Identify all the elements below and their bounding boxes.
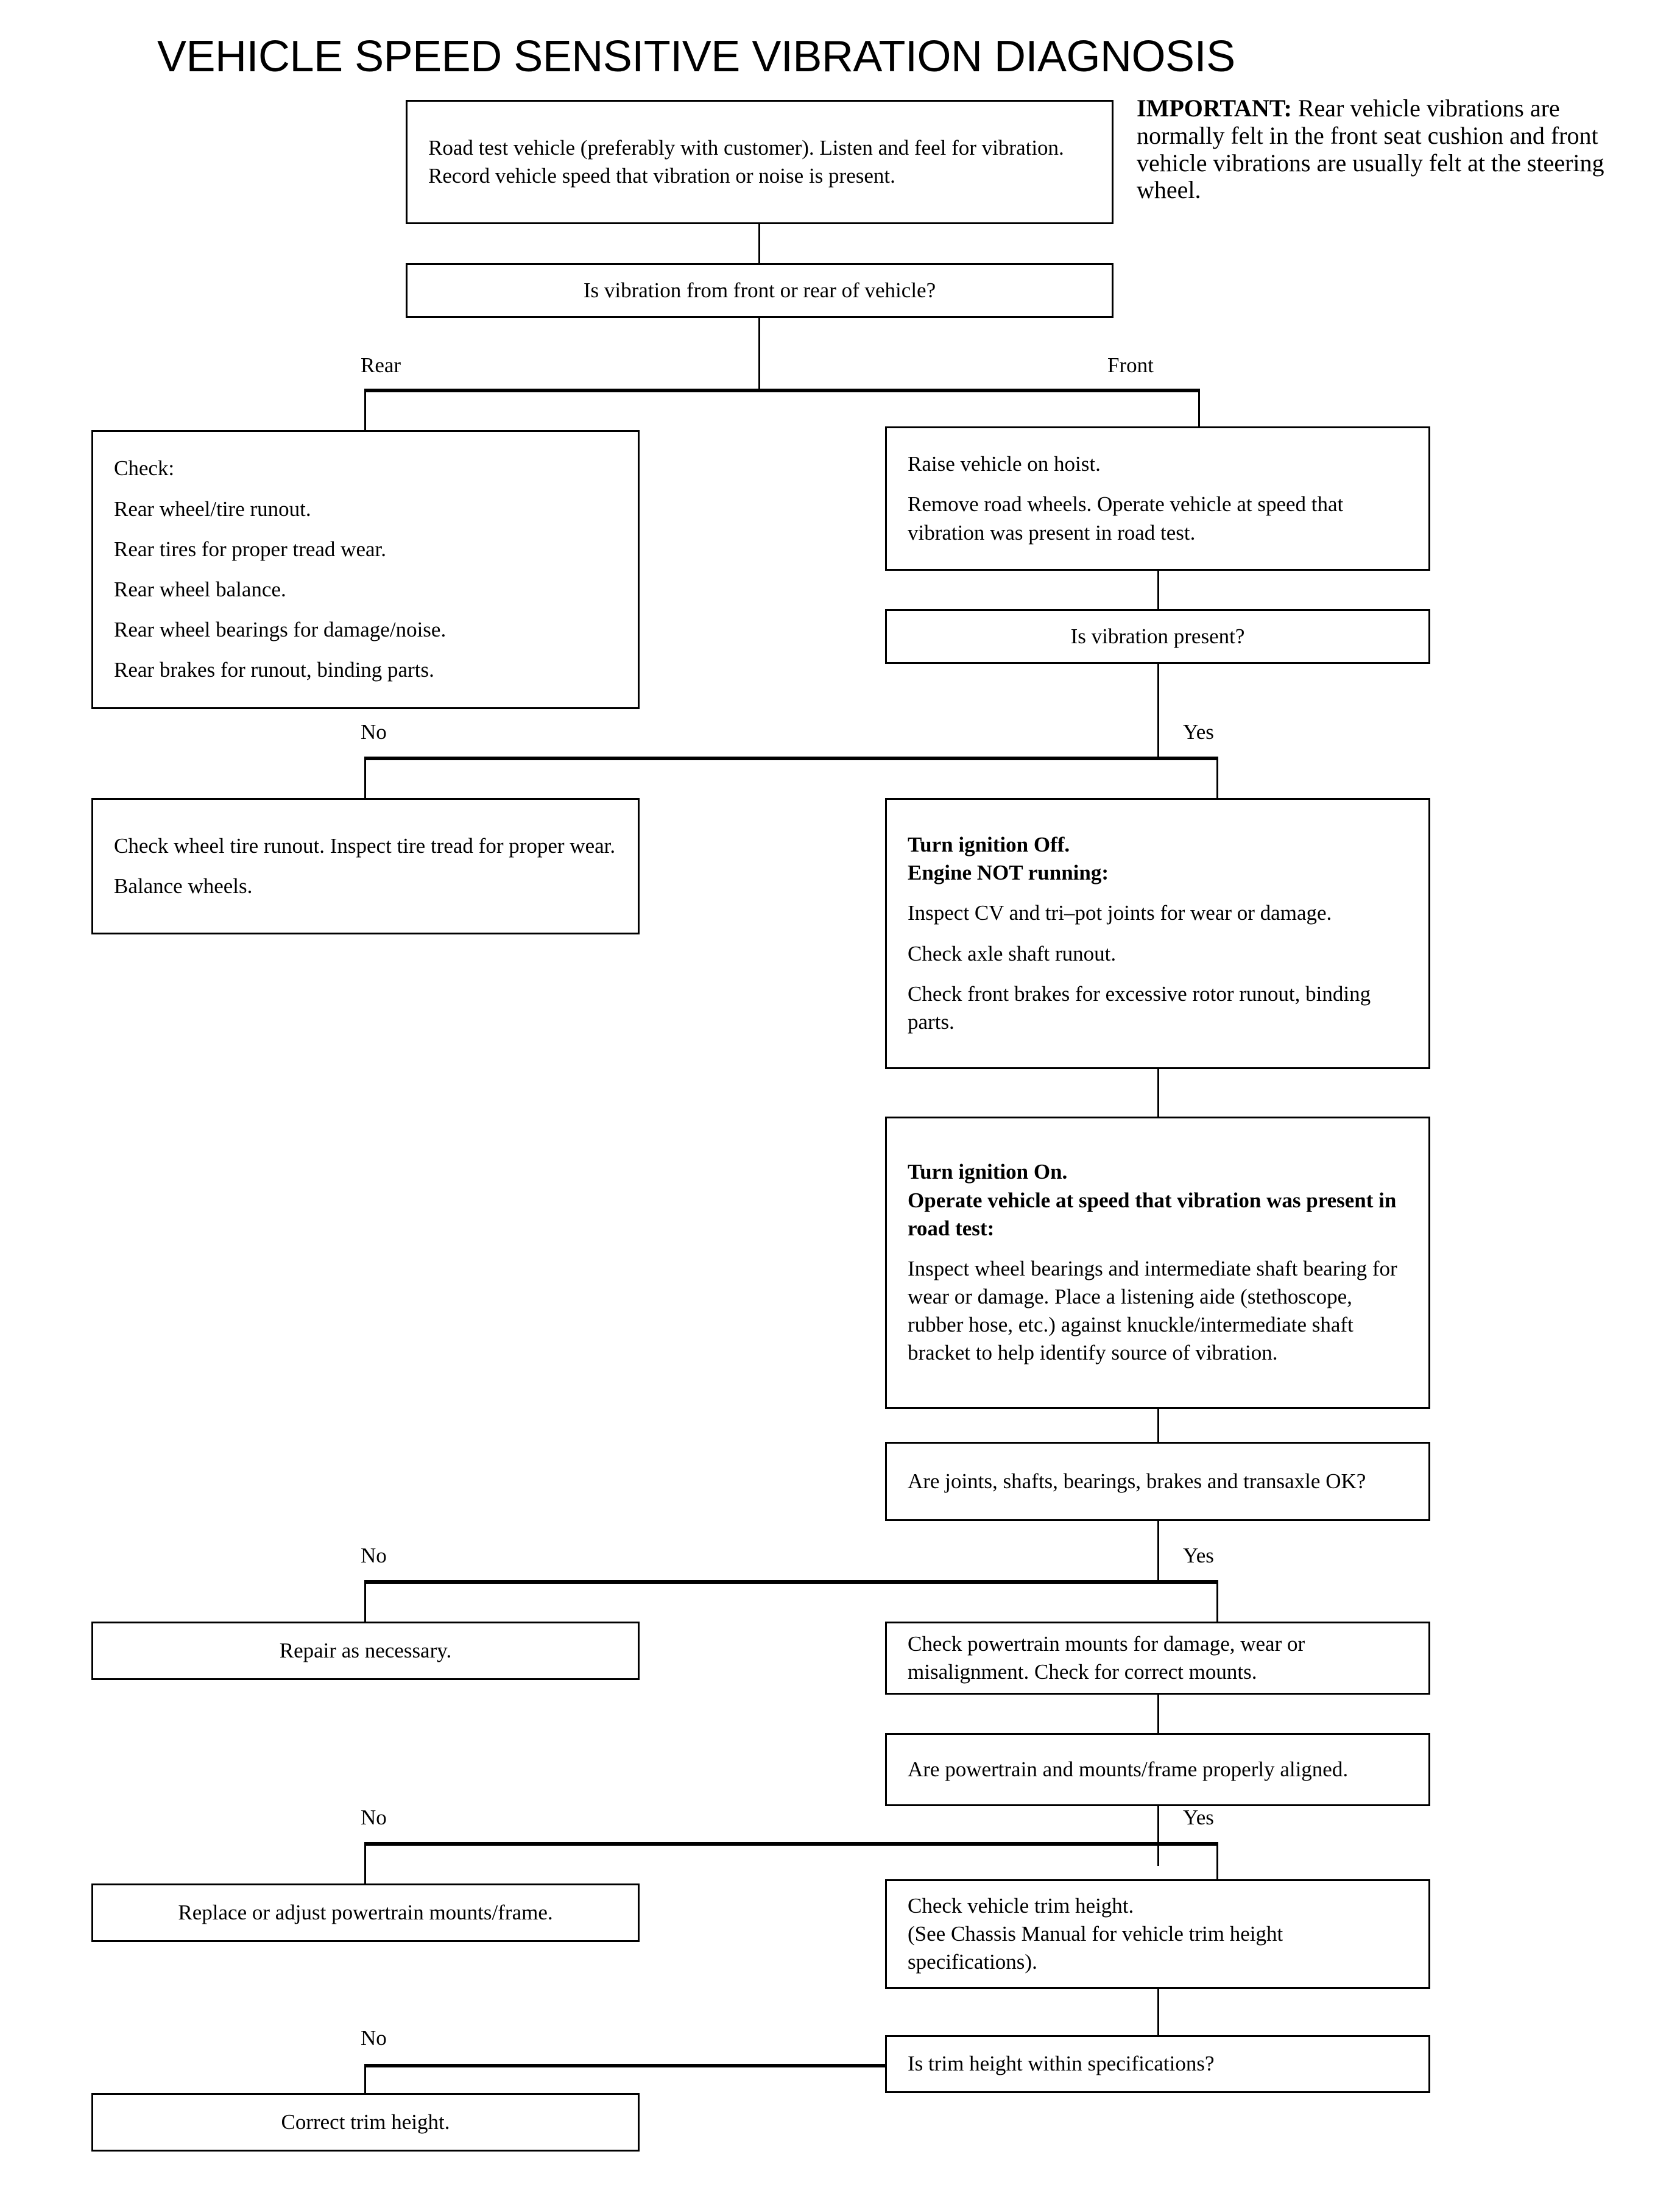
node-trim-height-line1: Check vehicle trim height.	[908, 1893, 1134, 1918]
connector-ignitionon-to-jointsok	[1157, 1409, 1159, 1442]
node-front-or-rear-text: Is vibration from front or rear of vehic…	[583, 278, 936, 302]
important-label: IMPORTANT:	[1137, 94, 1292, 122]
branch-label-rear: Rear	[361, 353, 401, 377]
node-road-test[interactable]: Road test vehicle (preferably with custo…	[406, 100, 1114, 224]
node-correct-trim[interactable]: Correct trim height.	[91, 2093, 640, 2152]
connector-question-stem	[758, 318, 760, 390]
node-ignition-on-line1: Inspect wheel bearings and intermediate …	[908, 1256, 1397, 1365]
connector-no-yes-bar-3	[364, 1842, 1218, 1846]
node-rear-check-item-3: Rear wheel bearings for damage/noise.	[114, 618, 446, 642]
node-ignition-on-bold2: Operate vehicle at speed that vibration …	[908, 1188, 1397, 1240]
connector-yes-drop-2	[1216, 1580, 1218, 1622]
node-ignition-off[interactable]: Turn ignition Off. Engine NOT running: I…	[885, 798, 1430, 1069]
connector-vibration-stem	[1157, 664, 1159, 757]
connector-aligned-stem	[1157, 1806, 1159, 1866]
connector-roadtest-to-question	[758, 224, 760, 263]
connector-jointsok-stem	[1157, 1521, 1159, 1582]
connector-no-yes-bar-1	[364, 757, 1218, 760]
node-replace-mounts-text: Replace or adjust powertrain mounts/fram…	[178, 1900, 553, 1924]
branch-label-yes-1: Yes	[1183, 720, 1214, 744]
connector-yes-drop-3	[1216, 1842, 1218, 1879]
connector-front-drop	[1198, 389, 1200, 426]
node-ignition-off-line1: Inspect CV and tri–pot joints for wear o…	[908, 901, 1332, 925]
connector-no-drop-1	[364, 757, 366, 798]
node-vibration-present[interactable]: Is vibration present?	[885, 609, 1430, 664]
connector-no-drop-2	[364, 1580, 366, 1622]
node-raise-hoist-line1: Raise vehicle on hoist.	[908, 452, 1101, 476]
node-rear-check-item-1: Rear tires for proper tread wear.	[114, 537, 387, 561]
branch-label-yes-3: Yes	[1183, 1806, 1214, 1829]
connector-rear-drop	[364, 389, 366, 430]
node-repair[interactable]: Repair as necessary.	[91, 1622, 640, 1680]
connector-no-drop-3	[364, 1842, 366, 1883]
node-rear-check-heading: Check:	[114, 456, 175, 481]
connector-no-drop-4	[364, 2064, 366, 2093]
branch-label-yes-2: Yes	[1183, 1544, 1214, 1567]
node-front-or-rear[interactable]: Is vibration from front or rear of vehic…	[406, 263, 1114, 318]
branch-label-no-2: No	[361, 1544, 387, 1567]
node-raise-hoist[interactable]: Raise vehicle on hoist. Remove road whee…	[885, 426, 1430, 571]
node-ignition-off-line3: Check front brakes for excessive rotor r…	[908, 981, 1371, 1034]
node-check-wheel-tire[interactable]: Check wheel tire runout. Inspect tire tr…	[91, 798, 640, 934]
node-trim-within-spec-text: Is trim height within specifications?	[908, 2052, 1215, 2076]
connector-ignitionoff-to-ignitionon	[1157, 1069, 1159, 1117]
branch-label-no-4: No	[361, 2026, 387, 2050]
node-rear-check-item-4: Rear brakes for runout, binding parts.	[114, 658, 434, 682]
node-correct-trim-text: Correct trim height.	[281, 2109, 450, 2134]
node-check-mounts-text: Check powertrain mounts for damage, wear…	[908, 1631, 1305, 1684]
node-raise-hoist-line2: Remove road wheels. Operate vehicle at s…	[908, 492, 1344, 545]
node-trim-within-spec[interactable]: Is trim height within specifications?	[885, 2035, 1430, 2093]
connector-mounts-to-aligned	[1157, 1695, 1159, 1733]
important-note: IMPORTANT: Rear vehicle vibrations are n…	[1137, 94, 1618, 204]
node-ignition-off-bold2: Engine NOT running:	[908, 861, 1109, 885]
node-aligned[interactable]: Are powertrain and mounts/frame properly…	[885, 1733, 1430, 1806]
branch-label-no-3: No	[361, 1806, 387, 1829]
node-rear-check[interactable]: Check: Rear wheel/tire runout. Rear tire…	[91, 430, 640, 709]
connector-no-yes-bar-2	[364, 1580, 1218, 1584]
node-ignition-on[interactable]: Turn ignition On. Operate vehicle at spe…	[885, 1117, 1430, 1409]
page-title: VEHICLE SPEED SENSITIVE VIBRATION DIAGNO…	[157, 32, 1235, 81]
node-check-wheel-tire-line1: Check wheel tire runout. Inspect tire tr…	[114, 833, 616, 858]
connector-hoist-to-vibration	[1157, 571, 1159, 609]
node-aligned-text: Are powertrain and mounts/frame properly…	[908, 1757, 1349, 1781]
connector-yes-drop-1	[1216, 757, 1218, 798]
node-rear-check-item-0: Rear wheel/tire runout.	[114, 496, 311, 521]
node-trim-height-line2: (See Chassis Manual for vehicle trim hei…	[908, 1921, 1283, 1974]
node-trim-height[interactable]: Check vehicle trim height. (See Chassis …	[885, 1879, 1430, 1989]
node-ignition-on-bold1: Turn ignition On.	[908, 1160, 1068, 1184]
branch-label-no-1: No	[361, 720, 387, 744]
connector-trimheight-to-spec	[1157, 1989, 1159, 2035]
node-road-test-text: Road test vehicle (preferably with custo…	[428, 135, 1064, 188]
node-ignition-off-bold1: Turn ignition Off.	[908, 832, 1070, 856]
node-vibration-present-text: Is vibration present?	[1070, 624, 1245, 648]
node-joints-ok[interactable]: Are joints, shafts, bearings, brakes and…	[885, 1442, 1430, 1521]
important-text: Rear vehicle vibrations are normally fel…	[1137, 94, 1604, 204]
connector-no-bar-4	[364, 2064, 887, 2067]
node-check-wheel-tire-line2: Balance wheels.	[114, 874, 253, 898]
node-replace-mounts[interactable]: Replace or adjust powertrain mounts/fram…	[91, 1883, 640, 1942]
node-repair-text: Repair as necessary.	[279, 1638, 452, 1662]
node-joints-ok-text: Are joints, shafts, bearings, brakes and…	[908, 1469, 1366, 1493]
node-check-mounts[interactable]: Check powertrain mounts for damage, wear…	[885, 1622, 1430, 1695]
node-ignition-off-line2: Check axle shaft runout.	[908, 941, 1117, 966]
node-rear-check-item-2: Rear wheel balance.	[114, 577, 286, 601]
branch-label-front: Front	[1107, 353, 1154, 377]
connector-rear-front-bar	[364, 389, 1200, 392]
